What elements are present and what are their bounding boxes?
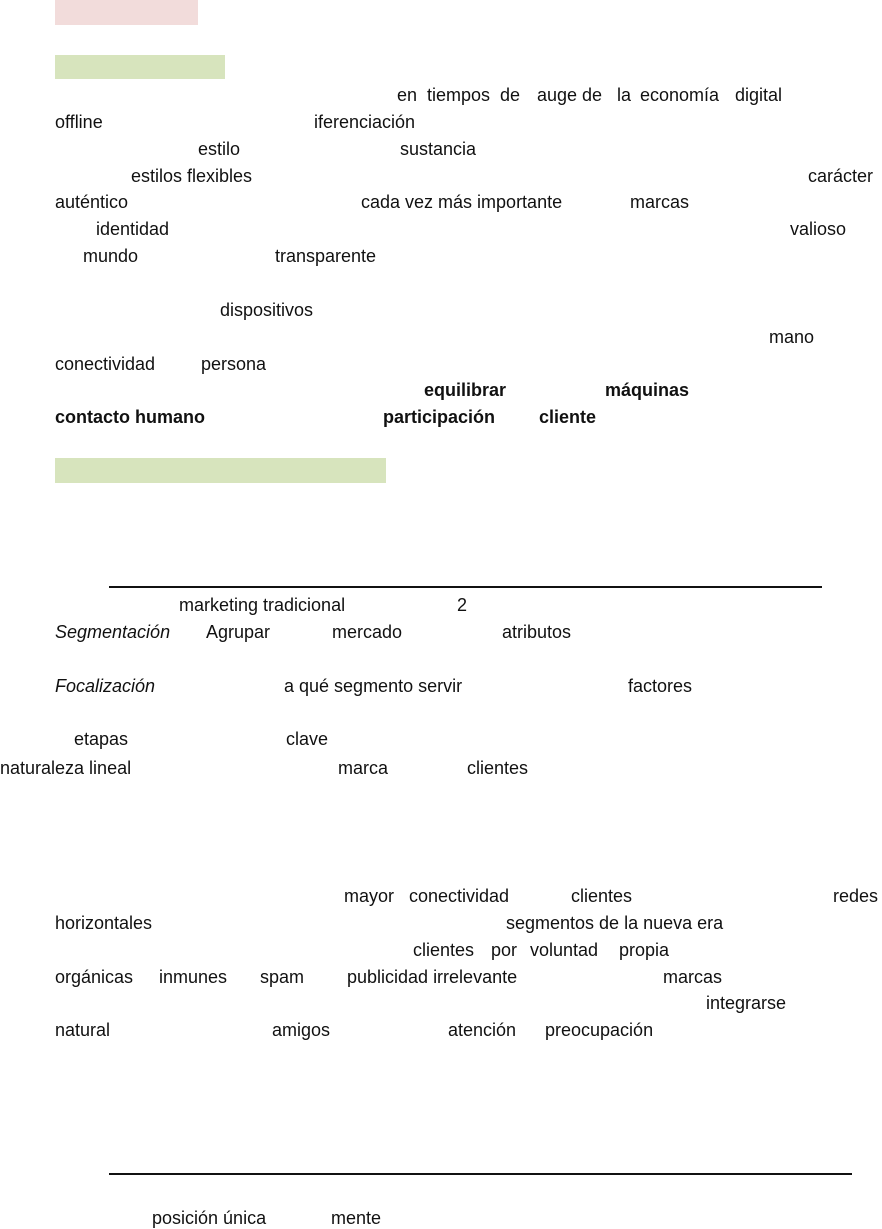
word: auge (537, 85, 578, 105)
word: clientes (467, 758, 529, 778)
word: estilo (198, 139, 241, 159)
word: valioso (790, 219, 847, 239)
horizontal-rule (109, 586, 822, 588)
bold-word: contacto humano (55, 407, 206, 427)
word: mano (769, 327, 815, 347)
bold-word: máquinas (605, 380, 690, 400)
word: a qué segmento servir (284, 676, 463, 696)
word: preocupación (545, 1020, 654, 1040)
word: publicidad irrelevante (347, 967, 518, 987)
word: la (617, 85, 632, 105)
word: clientes (571, 886, 633, 906)
word: atención (448, 1020, 517, 1040)
word: digital (735, 85, 783, 105)
bold-word: participación (383, 407, 496, 427)
highlight-bar-pink (55, 0, 198, 25)
word: cada vez más importante (361, 192, 563, 212)
word: natural (55, 1020, 111, 1040)
word: por (491, 940, 518, 960)
word: etapas (74, 729, 129, 749)
word: estilos flexibles (131, 166, 253, 186)
word: identidad (96, 219, 170, 239)
word: mercado (332, 622, 403, 642)
word: clientes (413, 940, 475, 960)
word: marcas (630, 192, 690, 212)
word: voluntad (530, 940, 599, 960)
word: de (500, 85, 521, 105)
word: de (582, 85, 603, 105)
italic-term: Segmentación (55, 622, 171, 642)
word: factores (628, 676, 693, 696)
bold-word: cliente (539, 407, 597, 427)
word: posición única (152, 1208, 267, 1228)
word: mente (331, 1208, 382, 1228)
word: sustancia (400, 139, 477, 159)
word: atributos (502, 622, 572, 642)
word: conectividad (409, 886, 510, 906)
word: mundo (83, 246, 139, 266)
word: Agrupar (206, 622, 271, 642)
highlight-bar-green-2 (55, 458, 386, 483)
word: offline (55, 112, 103, 132)
word: dispositivos (220, 300, 314, 320)
word: propia (619, 940, 670, 960)
word: transparente (275, 246, 377, 266)
word: integrarse (706, 993, 787, 1013)
word: orgánicas (55, 967, 134, 987)
word: naturaleza lineal (0, 758, 132, 778)
word: redes (833, 886, 879, 906)
word: carácter (808, 166, 874, 186)
word: iferenciación (314, 112, 416, 132)
word: horizontales (55, 913, 153, 933)
word: spam (260, 967, 305, 987)
word: marca (338, 758, 389, 778)
word: marcas (663, 967, 723, 987)
word: 2 (457, 595, 468, 615)
word: en (397, 85, 418, 105)
word: auténtico (55, 192, 129, 212)
word: conectividad (55, 354, 156, 374)
word: segmentos de la nueva era (506, 913, 724, 933)
word: persona (201, 354, 267, 374)
word: mayor (344, 886, 395, 906)
bold-word: equilibrar (424, 380, 507, 400)
word: tiempos (427, 85, 491, 105)
word: amigos (272, 1020, 331, 1040)
word: marketing tradicional (179, 595, 346, 615)
word: inmunes (159, 967, 228, 987)
word: clave (286, 729, 329, 749)
horizontal-rule (109, 1173, 852, 1175)
italic-term: Focalización (55, 676, 156, 696)
highlight-bar-green-1 (55, 55, 225, 79)
word: economía (640, 85, 720, 105)
